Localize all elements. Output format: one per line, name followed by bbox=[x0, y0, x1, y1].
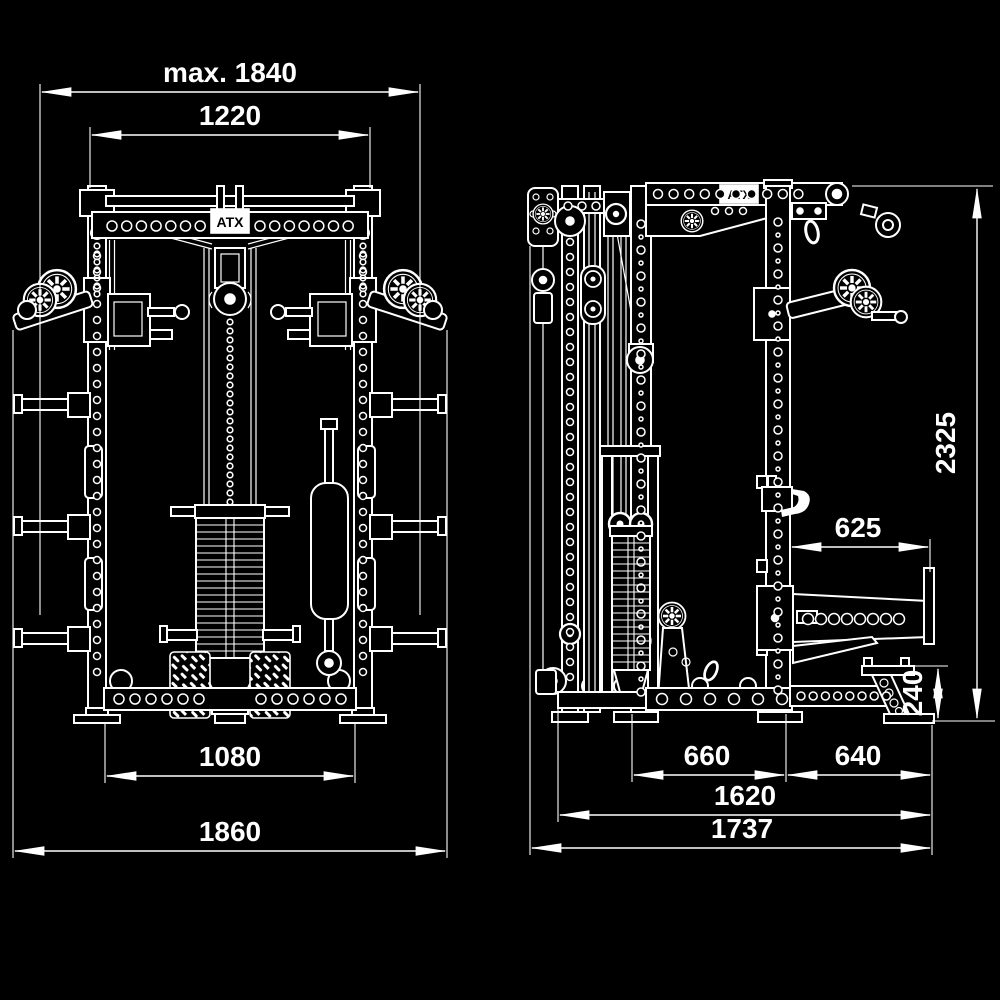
dim-front-base-inner-width: 1080 bbox=[104, 724, 356, 783]
front-top-bar bbox=[105, 195, 355, 207]
atx-logo-front: ATX bbox=[210, 208, 250, 234]
dim-side-base-depth: 1620 bbox=[557, 697, 932, 822]
dim-front-max-width: max. 1840 bbox=[39, 57, 421, 615]
plate-horn bbox=[13, 392, 91, 418]
dim-side-rear-extension-depth-label: 640 bbox=[835, 740, 882, 771]
plate-horn bbox=[13, 626, 91, 652]
dim-side-spotter-arm-length: 625 bbox=[790, 512, 931, 572]
dim-side-spotter-arm-length-label: 625 bbox=[835, 512, 882, 543]
dim-front-base-inner-width-label: 1080 bbox=[199, 741, 261, 772]
dim-side-front-section-depth-label: 660 bbox=[684, 740, 731, 771]
dim-front-base-overall-width: 1860 bbox=[12, 330, 448, 858]
pulley-tower-plate bbox=[527, 187, 559, 247]
chains bbox=[93, 242, 367, 506]
dim-side-base-depth-label: 1620 bbox=[714, 780, 776, 811]
dim-side-overall-depth-label: 1737 bbox=[711, 813, 773, 844]
dimensions-layer: max. 1840 1220 1080 1860 625 bbox=[12, 57, 995, 858]
smith-sleeve-side bbox=[753, 268, 908, 341]
dim-side-overall-depth: 1737 bbox=[529, 246, 932, 855]
bar-pad-holder bbox=[310, 418, 349, 676]
dim-side-overall-height-label: 2325 bbox=[930, 412, 961, 474]
beam-trolley bbox=[791, 202, 827, 220]
dim-front-upper-inner-width: 1220 bbox=[89, 100, 371, 188]
side-view: ATX bbox=[527, 179, 935, 724]
j-hook bbox=[761, 475, 810, 517]
dim-side-tray-height-label: 240 bbox=[897, 670, 928, 717]
dim-side-overall-height: 2325 bbox=[852, 185, 995, 722]
dim-side-rear-extension-depth: 640 bbox=[786, 725, 933, 855]
atx-logo-front-label: ATX bbox=[217, 214, 245, 230]
smith-sleeve-with-plates bbox=[12, 268, 190, 347]
dim-front-max-width-label: max. 1840 bbox=[163, 57, 297, 88]
side-weight-stack bbox=[609, 525, 653, 693]
dim-front-upper-inner-width-label: 1220 bbox=[199, 100, 261, 131]
dim-front-base-overall-width-label: 1860 bbox=[199, 816, 261, 847]
front-view: ATX bbox=[12, 185, 447, 724]
front-base-beam bbox=[103, 687, 357, 711]
plate-horn bbox=[13, 514, 91, 540]
dim-side-front-section-depth: 660 bbox=[631, 714, 787, 782]
dim-side-tray-height: 240 bbox=[897, 665, 948, 720]
